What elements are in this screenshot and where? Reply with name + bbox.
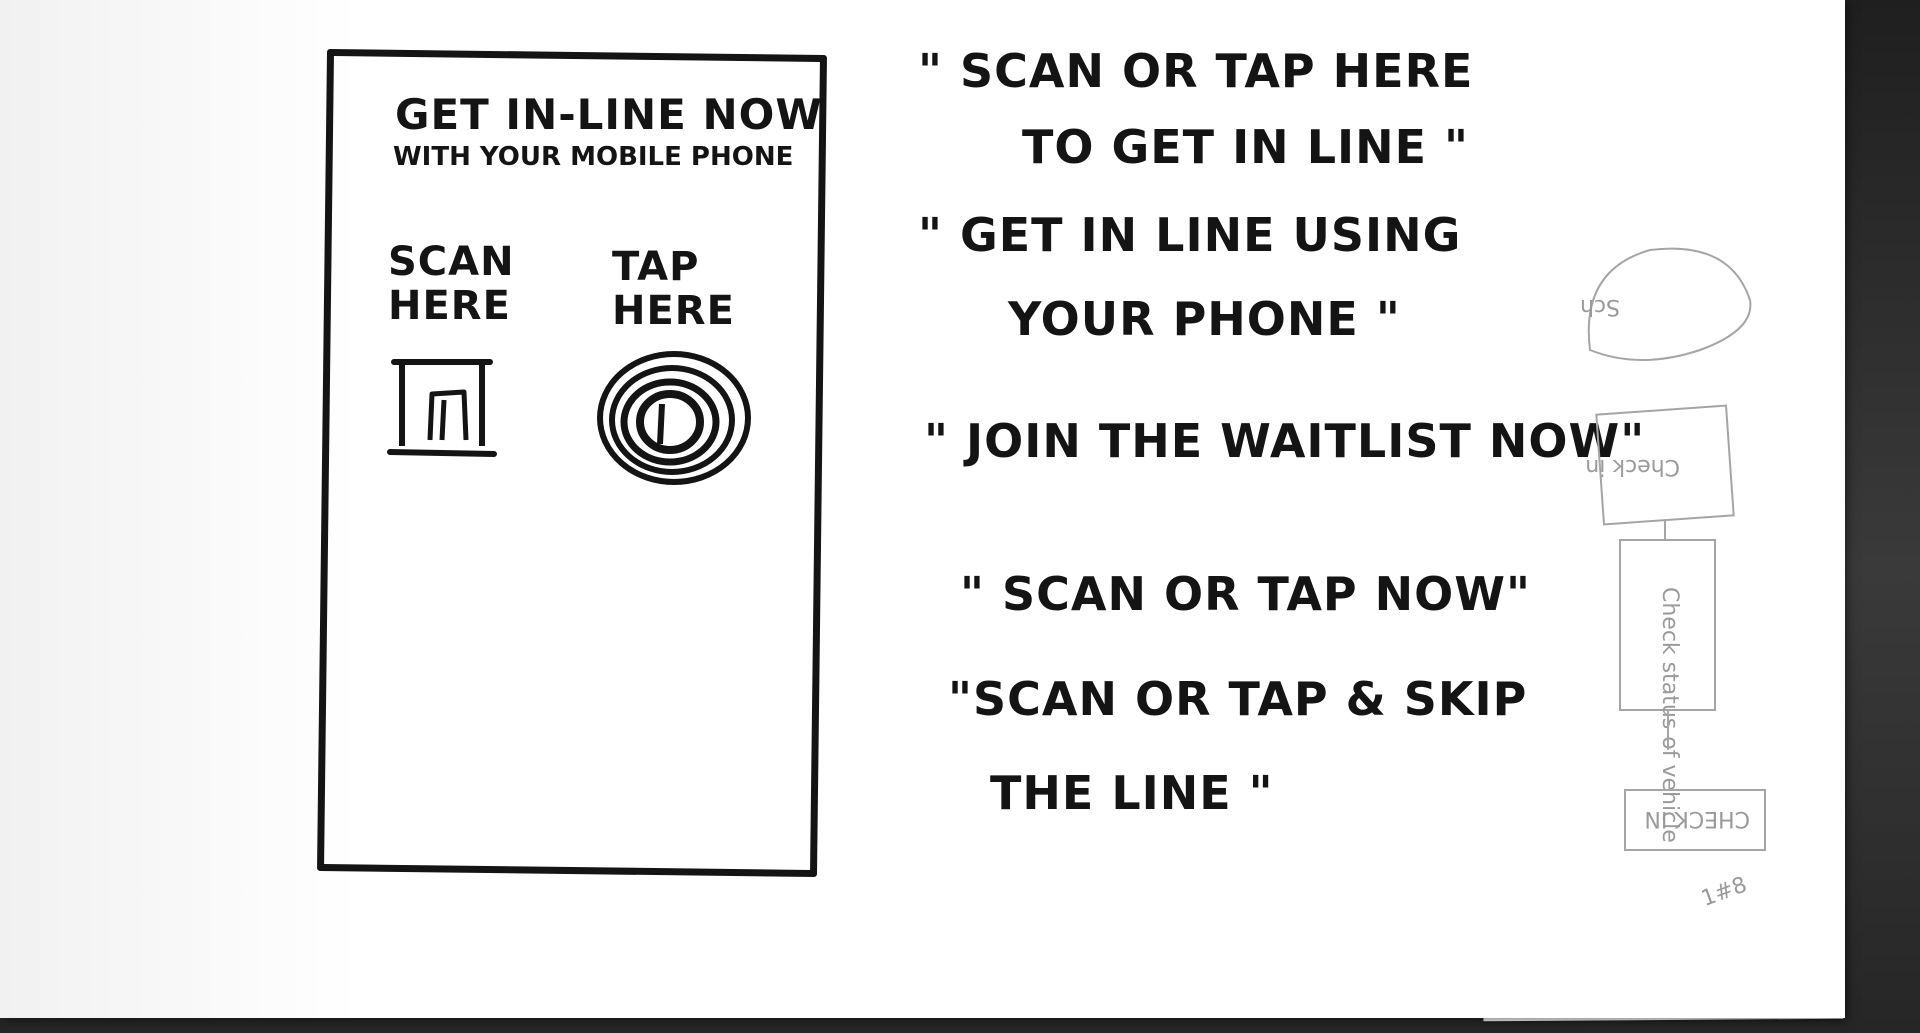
sketch-paper: GET IN-LINE NOW WITH YOUR MOBILE PHONE S… <box>0 0 1845 1018</box>
paper-left-page <box>0 0 360 1018</box>
tap-here-label: TAP HERE <box>612 244 735 334</box>
copy-option-4: " SCAN OR TAP NOW" <box>960 567 1531 621</box>
phone-subtitle: WITH YOUR MOBILE PHONE <box>393 142 794 172</box>
nfc-tap-icon <box>597 351 751 485</box>
flow-node-schedule-label: Schedule an ap <box>1580 294 1620 319</box>
copy-option-5-line-2: THE LINE " <box>990 766 1274 820</box>
pencil-flow-sketch: Schedule an ap Check in vehicle service … <box>1580 247 1766 912</box>
flow-note: 1#8 <box>1698 873 1750 912</box>
qr-code-icon <box>387 359 497 457</box>
copy-option-3: " JOIN THE WAITLIST NOW" <box>924 414 1646 468</box>
scan-here-label: SCAN HERE <box>388 239 515 329</box>
flow-node-check-in-label: CHECK IN <box>1644 806 1750 831</box>
flow-node-schedule-shape <box>1587 247 1752 361</box>
phone-title: GET IN-LINE NOW <box>395 90 823 139</box>
copy-option-5-line-1: "SCAN OR TAP & SKIP <box>948 672 1528 726</box>
flow-node-check-in-service-label: Check in vehicle service <box>1580 454 1680 479</box>
copy-option-1-line-1: " SCAN OR TAP HERE <box>918 44 1474 98</box>
copy-option-2-line-2: YOUR PHONE " <box>1008 292 1401 346</box>
flow-node-check-in-service-shape <box>1595 404 1735 526</box>
copy-option-1-line-2: TO GET IN LINE " <box>1022 120 1470 174</box>
flow-node-check-in-shape <box>1624 789 1766 851</box>
copy-option-2-line-1: " GET IN LINE USING <box>918 208 1462 262</box>
flow-node-check-status-label: Check status of vehicle <box>1657 587 1682 843</box>
